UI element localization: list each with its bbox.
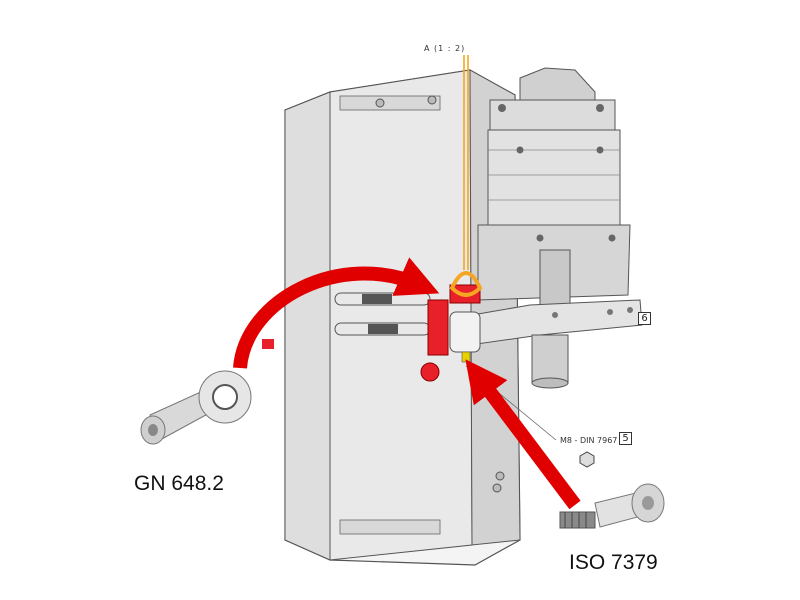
support-rods xyxy=(334,292,431,336)
caption-rod-end: GN 648.2 xyxy=(134,472,224,495)
screw-tip xyxy=(461,351,471,363)
view-label: A (1 : 2) xyxy=(424,44,466,53)
output-shaft xyxy=(531,334,569,389)
hex-nut xyxy=(579,451,595,468)
part-number-6: 6 xyxy=(638,312,651,325)
highlighted-parts xyxy=(262,284,481,382)
part-number-5: 5 xyxy=(619,432,632,445)
shoulder-screw-part xyxy=(559,483,665,529)
arrow-screw xyxy=(465,359,581,510)
caption-shoulder-screw: ISO 7379 xyxy=(569,551,658,574)
lifting-cable xyxy=(449,55,483,297)
motor-housing xyxy=(477,67,631,306)
mounting-plate xyxy=(284,69,521,566)
rod-end-part xyxy=(140,370,252,445)
standard-label: M8 - DIN 7967 xyxy=(560,436,618,445)
arrow-rod-end xyxy=(233,257,440,369)
